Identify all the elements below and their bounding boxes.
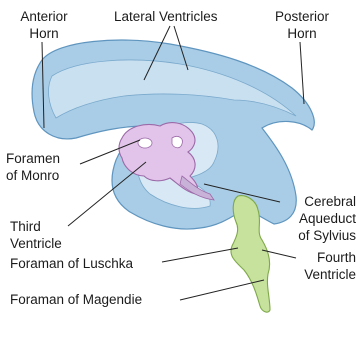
fourth-ventricle-line2: Ventricle — [286, 266, 356, 283]
cerebral-aqueduct-line2: Aqueduct — [270, 210, 356, 227]
anterior-horn-line1: Anterior — [12, 8, 76, 25]
cerebral-aqueduct-line3: of Sylvius — [270, 227, 356, 244]
posterior-horn-line1: Posterior — [266, 8, 338, 25]
fourth-ventricle-line1: Fourth — [286, 249, 356, 266]
posterior-horn-leader — [300, 42, 304, 104]
anterior-horn-line2: Horn — [12, 25, 76, 42]
posterior-horn-line2: Horn — [266, 25, 338, 42]
foramen-monro-label: Foramen of Monro — [6, 150, 60, 184]
cerebral-aqueduct-label: Cerebral Aqueduct of Sylvius — [270, 193, 356, 244]
posterior-horn-label: Posterior Horn — [266, 8, 338, 42]
foramen-luschka-label: Foraman of Luschka — [10, 255, 133, 272]
foramen-luschka-leader — [162, 248, 238, 262]
third-ventricle-recess — [172, 136, 182, 147]
cerebral-aqueduct-line1: Cerebral — [270, 193, 356, 210]
fourth-ventricle-label: Fourth Ventricle — [286, 249, 356, 283]
third-ventricle-line2: Ventricle — [10, 235, 62, 252]
foramen-monro-line2: of Monro — [6, 167, 60, 184]
foramen-monro-line1: Foramen — [6, 150, 60, 167]
third-ventricle-line1: Third — [10, 218, 62, 235]
lateral-ventricles-label: Lateral Ventricles — [114, 8, 218, 25]
third-ventricle-label: Third Ventricle — [10, 218, 62, 252]
foramen-magendie-leader — [180, 280, 264, 300]
anterior-horn-label: Anterior Horn — [12, 8, 76, 42]
third-ventricle-foramen-hole — [138, 138, 152, 148]
foramen-magendie-label: Foraman of Magendie — [10, 291, 142, 308]
